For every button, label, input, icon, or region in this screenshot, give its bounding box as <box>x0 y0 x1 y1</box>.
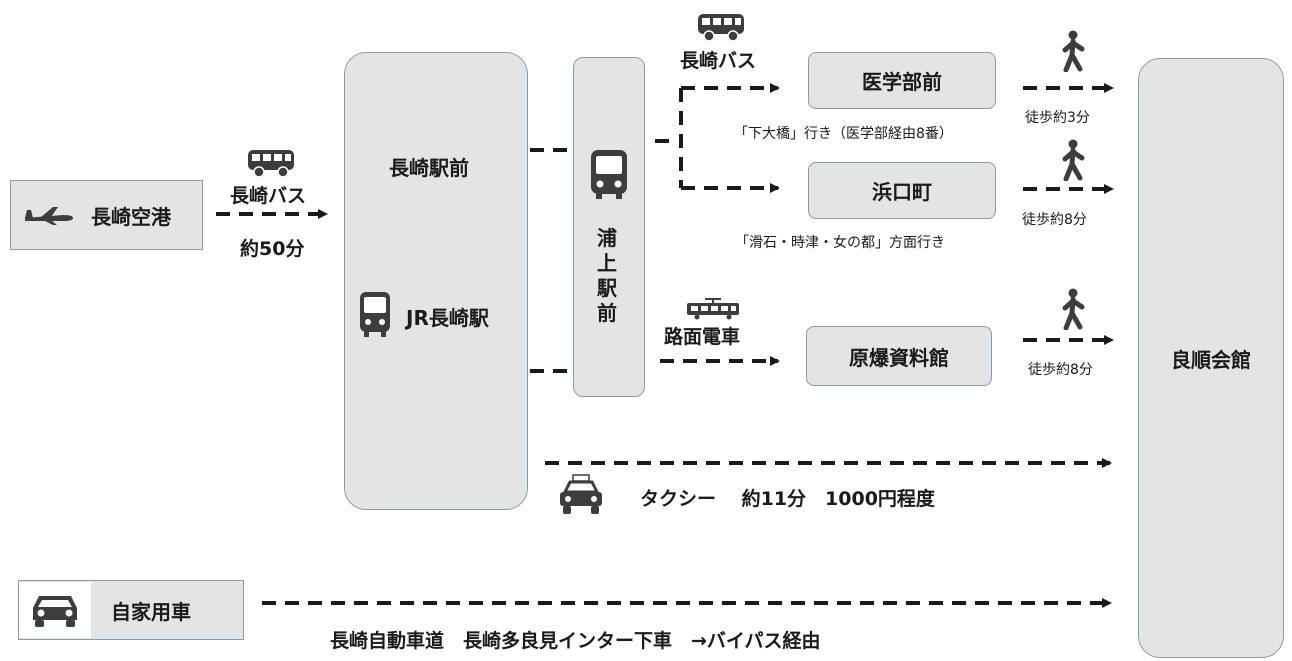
bus-airport-label: 長崎バス <box>230 185 307 207</box>
tram-icon <box>687 298 739 320</box>
nagasaki-station-box <box>344 52 528 510</box>
bus-top-label: 長崎バス <box>680 50 757 72</box>
car-icon <box>33 596 77 627</box>
car-route-label: 長崎自動車道 長崎多良見インター下車 →バイパス経由 <box>330 630 821 652</box>
bus-icon <box>248 150 294 178</box>
igakubu-box: 医学部前 <box>808 52 996 109</box>
airplane-icon <box>25 207 73 225</box>
train-icon <box>360 292 390 337</box>
bus-airport-time: 約50分 <box>240 238 305 260</box>
venue-box: 良順会館 <box>1138 58 1284 658</box>
genbaku-box: 原爆資料館 <box>806 326 992 386</box>
airport-label: 長崎空港 <box>91 204 171 229</box>
route-igakubu-label: 「下大橋」行き（医学部経由8番） <box>734 126 953 142</box>
urakami-station-box <box>573 57 645 397</box>
car-icon-frame <box>19 582 91 638</box>
walker-icon <box>1062 30 1085 72</box>
bus-top-icon <box>698 14 744 42</box>
taxi-icon <box>560 474 602 514</box>
airport-box: 長崎空港 <box>10 180 203 250</box>
jr-station-label: JR長崎駅 <box>406 306 489 330</box>
walker-icon-3 <box>1062 288 1085 330</box>
taxi-label: タクシー 約11分 1000円程度 <box>640 488 935 510</box>
walk-2-label: 徒歩約8分 <box>1022 212 1087 228</box>
tram-label: 路面電車 <box>664 326 741 348</box>
urakami-label: 浦 上 駅 前 <box>597 226 617 325</box>
nagasaki-station-front-label: 長崎駅前 <box>389 156 469 180</box>
route-hamaguchi-label: 「滑石・時津・女の都」方面行き <box>735 235 945 251</box>
hamaguchi-box: 浜口町 <box>808 162 996 219</box>
car-box: 自家用車 <box>18 580 244 640</box>
walker-icon-2 <box>1062 139 1085 181</box>
urakami-train-icon <box>591 150 627 199</box>
walk-3-label: 徒歩約8分 <box>1028 362 1093 378</box>
walk-1-label: 徒歩約3分 <box>1025 110 1090 126</box>
car-label: 自家用車 <box>111 599 191 624</box>
